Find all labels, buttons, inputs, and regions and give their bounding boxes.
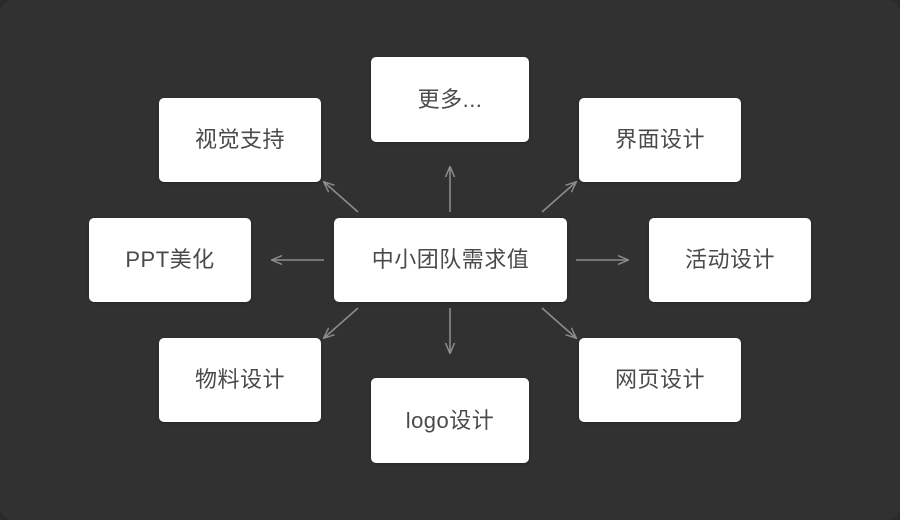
arrow-down-left [324,307,359,338]
arrow-up-left [324,182,359,213]
center-node[interactable]: 中小团队需求值 [334,218,567,302]
node-interface-design[interactable]: 界面设计 [579,98,741,182]
node-label-material-design: 物料设计 [194,367,285,392]
node-label-web-design: 网页设计 [614,367,705,392]
node-label-visual-support: 视觉支持 [194,127,285,152]
node-label-ppt-beautify: PPT美化 [125,247,215,272]
arrow-up-right [541,182,576,213]
node-visual-support[interactable]: 视觉支持 [159,98,321,182]
node-activity-design[interactable]: 活动设计 [649,218,811,302]
node-label-activity-design: 活动设计 [684,247,775,272]
node-ppt-beautify[interactable]: PPT美化 [89,218,251,302]
node-web-design[interactable]: 网页设计 [579,338,741,422]
node-label-more: 更多... [417,86,483,112]
node-label-logo-design: logo设计 [405,407,495,433]
node-more[interactable]: 更多... [371,57,529,142]
arrow-down-right [541,307,576,338]
node-material-design[interactable]: 物料设计 [159,338,321,422]
center-node-label: 中小团队需求值 [371,247,530,272]
node-label-interface-design: 界面设计 [614,127,705,152]
node-logo-design[interactable]: logo设计 [371,378,529,463]
